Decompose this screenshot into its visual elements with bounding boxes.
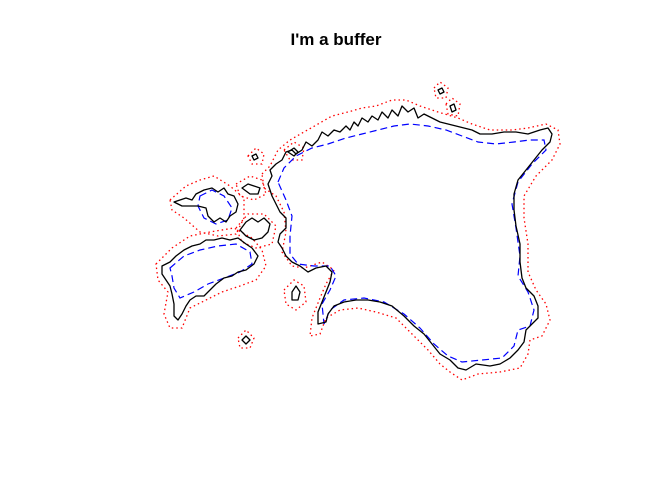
coast-islet-2-outline (287, 147, 299, 157)
hiiumaa-outline (173, 187, 239, 223)
mainland-inner-buffer (277, 123, 547, 363)
plot-title: I'm a buffer (290, 30, 382, 49)
muhu-outer-buffer (235, 213, 277, 249)
vormsi-outer-buffer (235, 175, 267, 201)
northern-islet-2-outline (449, 103, 457, 113)
coast-islet-outer-buffer (247, 147, 265, 165)
kihnu-outline (291, 285, 301, 301)
northern-islet-outline (437, 87, 445, 95)
northern-islet-2-outer-buffer (445, 97, 461, 117)
vormsi-outline (241, 183, 261, 195)
kihnu-outer-buffer (283, 279, 307, 311)
ruhnu-outer-buffer (237, 329, 255, 349)
saaremaa-outline (161, 237, 259, 321)
saaremaa-outer-buffer (155, 227, 267, 329)
positive-buffer-layer (155, 81, 561, 381)
muhu-outline (239, 217, 271, 241)
mainland-outer-buffer (261, 99, 561, 381)
ruhnu-outline (241, 335, 251, 345)
hiiumaa-outer-buffer (169, 175, 245, 237)
coast-islet-2-outer-buffer (283, 141, 305, 161)
mainland-outline (267, 105, 553, 371)
coast-islet-outline (251, 153, 259, 161)
coastline-layer (161, 87, 553, 371)
hiiumaa-inner-buffer (197, 189, 233, 225)
negative-buffer-layer (169, 123, 547, 363)
northern-islet-outer-buffer (433, 81, 449, 99)
